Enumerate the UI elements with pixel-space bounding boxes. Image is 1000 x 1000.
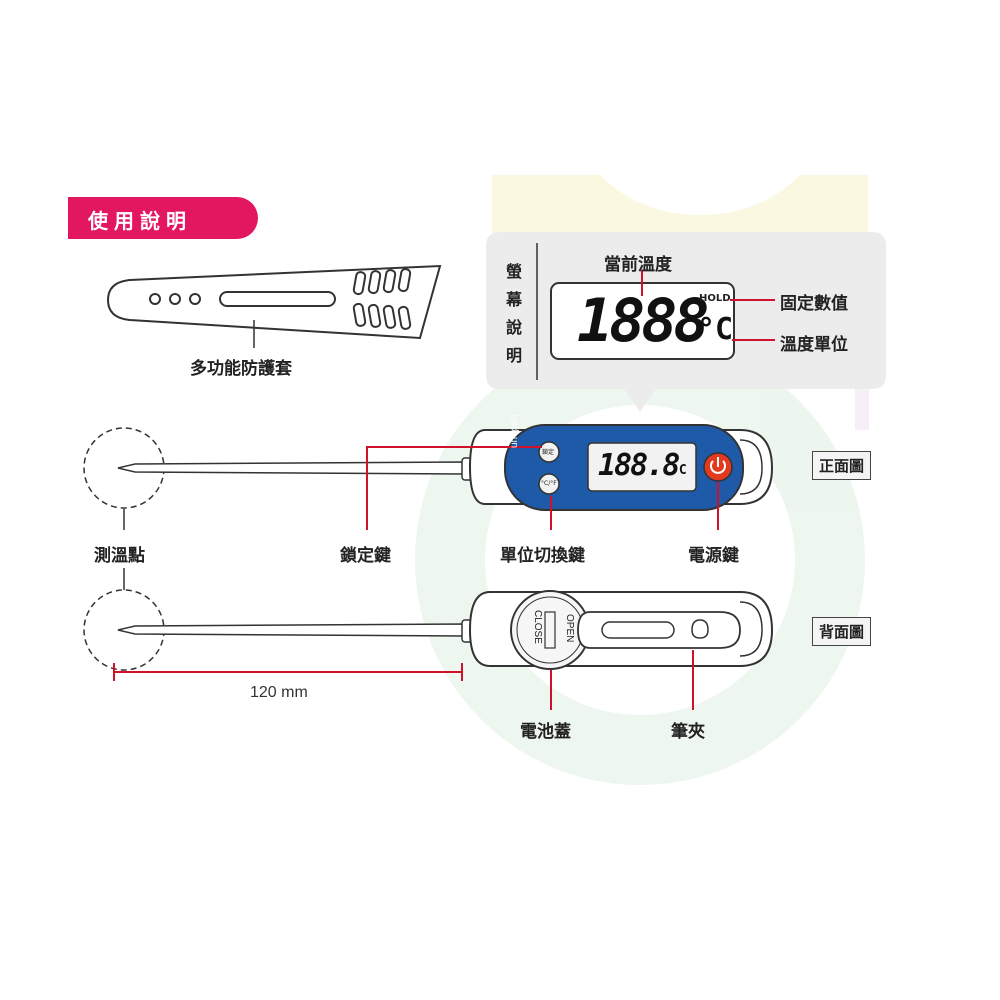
fixed-value-label: 固定數值 <box>780 294 848 314</box>
battery-cover-label: 電池蓋 <box>520 722 571 742</box>
title-banner <box>68 197 258 239</box>
back-view-tag: 背面圖 <box>812 617 872 646</box>
unit-button-label: °C/°F <box>541 480 557 487</box>
front-leaders <box>366 446 719 530</box>
unit-switch-key-label: 單位切換鍵 <box>500 546 585 566</box>
sheath-label: 多功能防護套 <box>190 359 292 379</box>
power-key-label: 電源鍵 <box>688 546 739 566</box>
pen-clip <box>577 611 741 649</box>
brand-logo: unopan <box>509 414 520 448</box>
front-lcd-value: 188.8 <box>598 448 680 483</box>
screen-explanation-label: 螢 幕 說 明 <box>505 262 522 365</box>
protective-sheath <box>106 264 442 348</box>
hold-indicator: HOLD <box>699 293 731 304</box>
current-temp-label: 當前溫度 <box>604 255 672 275</box>
screen-explanation-panel <box>486 232 886 412</box>
front-lcd-unit: °C <box>671 463 687 478</box>
power-icon <box>710 460 726 474</box>
unit-symbol: °C <box>697 312 734 347</box>
front-device <box>117 424 774 511</box>
length-dimension: 120 mm <box>250 684 308 701</box>
front-lcd <box>587 442 697 492</box>
lock-button[interactable] <box>538 441 560 463</box>
probe-point-label: 測溫點 <box>94 546 145 566</box>
lcd-digits: 1888 <box>577 286 709 356</box>
page-title: 使用說明 <box>88 209 192 233</box>
open-text: OPEN <box>564 614 575 643</box>
back-leaders <box>113 650 694 710</box>
temp-unit-label: 溫度單位 <box>780 335 848 355</box>
front-view-tag: 正面圖 <box>812 451 872 480</box>
back-device <box>117 590 774 670</box>
close-text: CLOSE <box>532 610 543 644</box>
lock-key-label: 鎖定鍵 <box>340 546 391 566</box>
pen-clip-label: 筆夾 <box>671 722 705 742</box>
lock-button-label: 鎖定 <box>542 449 555 456</box>
unit-switch-button[interactable] <box>538 473 560 495</box>
